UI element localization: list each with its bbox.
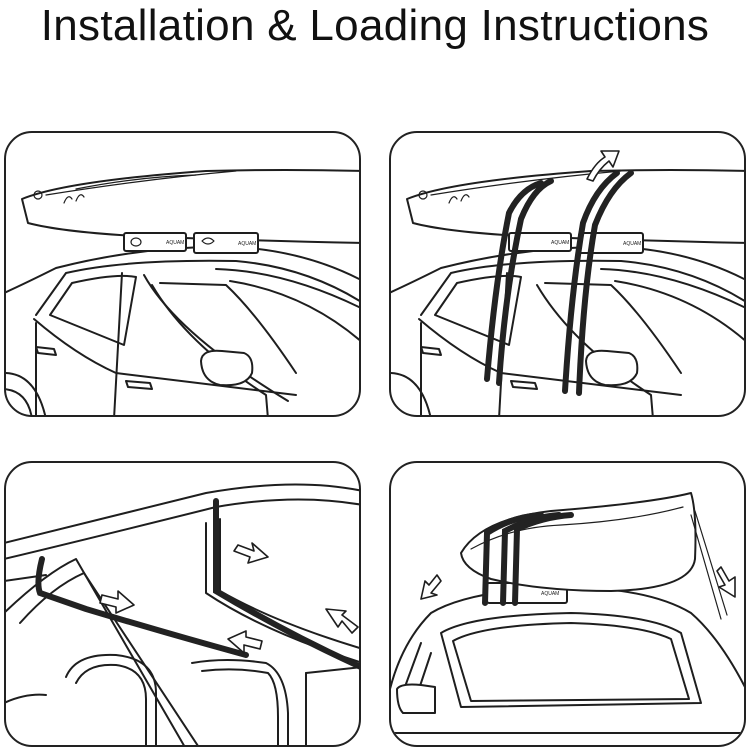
strap — [512, 512, 574, 606]
strap — [496, 178, 554, 386]
foam-block-brand-label: AQUAM — [166, 240, 184, 246]
strap — [562, 170, 620, 394]
strap — [576, 170, 634, 396]
direction-arrow-icon — [99, 590, 135, 614]
direction-arrow-icon — [233, 542, 269, 564]
step-3-panel — [4, 461, 361, 747]
step-2-illustration: AQUAM AQUAM — [391, 150, 744, 415]
step-4-panel: AQUAM — [389, 461, 746, 747]
strap — [213, 498, 359, 670]
foam-block-brand-label: AQUAM — [623, 241, 641, 247]
direction-arrow-icon — [420, 574, 442, 600]
direction-arrow-icon — [586, 150, 620, 182]
direction-arrow-icon — [716, 566, 736, 598]
strap — [484, 180, 544, 382]
step-1-illustration: AQUAM AQUAM — [6, 169, 359, 415]
foam-block-brand-label: AQUAM — [238, 241, 256, 247]
step-4-illustration: AQUAM — [391, 492, 744, 734]
step-2-panel: AQUAM AQUAM — [389, 131, 746, 417]
foam-block-brand-label: AQUAM — [541, 591, 559, 597]
step-3-illustration — [6, 483, 359, 745]
page-title: Installation & Loading Instructions — [40, 1, 710, 50]
foam-block-brand-label: AQUAM — [551, 240, 569, 246]
direction-arrow-icon — [325, 608, 359, 634]
strap — [482, 512, 544, 606]
step-1-panel: AQUAM AQUAM — [4, 131, 361, 417]
strap — [35, 556, 249, 658]
direction-arrow-icon — [227, 630, 263, 654]
